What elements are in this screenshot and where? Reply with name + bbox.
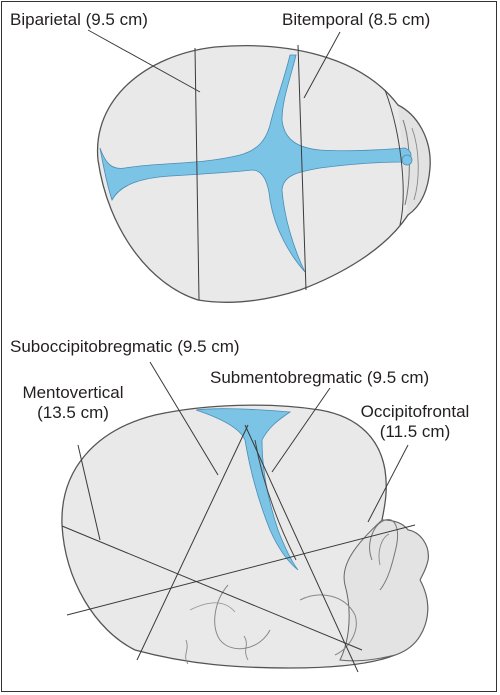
jaw-detail [214,584,271,650]
mentovertical-leader [77,444,101,541]
occipitofrontal-name: Occipitofrontal [360,402,470,421]
top-skull-outline [96,45,423,303]
submento-line [244,424,359,673]
occipitofrontal-line [66,524,416,616]
occipitofrontal-leader [367,444,409,523]
bitemporal-leader [303,31,341,99]
top-coronal-line [384,89,404,226]
skull-side-view [61,361,429,673]
occipitofrontal-label: Occipitofrontal (11.5 cm) [345,402,485,442]
mentovertical-value: (13.5 cm) [37,403,109,422]
mentovertical-name: Mentovertical [22,383,124,402]
biparietal-leader [87,29,201,93]
suboccipito-leader [149,361,219,476]
mentovertical-line [61,525,363,651]
submento-leader [271,387,331,473]
side-face [339,519,429,662]
mentovertical-label: Mentovertical (13.5 cm) [8,383,138,423]
jaw-detail-2 [299,594,357,656]
top-face-contour-2 [411,127,419,201]
skull-squiggle-2 [243,635,249,661]
bitemporal-label: Bitemporal (8.5 cm) [282,10,431,29]
skull-lower-contour [189,602,236,613]
posterior-fontanelle-dot [401,154,413,166]
biparietal-label: Biparietal (9.5 cm) [10,10,148,29]
skull-top-view [87,29,431,303]
suboccipitobregmatic-label: Suboccipitobregmatic (9.5 cm) [10,337,240,356]
ear-inner [378,533,390,566]
skull-squiggle [185,639,189,665]
submentobregmatic-label: Submentobregmatic (9.5 cm) [210,368,430,387]
anterior-fontanelle [99,54,412,273]
occipitofrontal-value: (11.5 cm) [379,422,451,441]
side-fontanelle [195,408,299,571]
top-suture-line-right [297,44,307,291]
suboccipito-line [136,424,249,661]
